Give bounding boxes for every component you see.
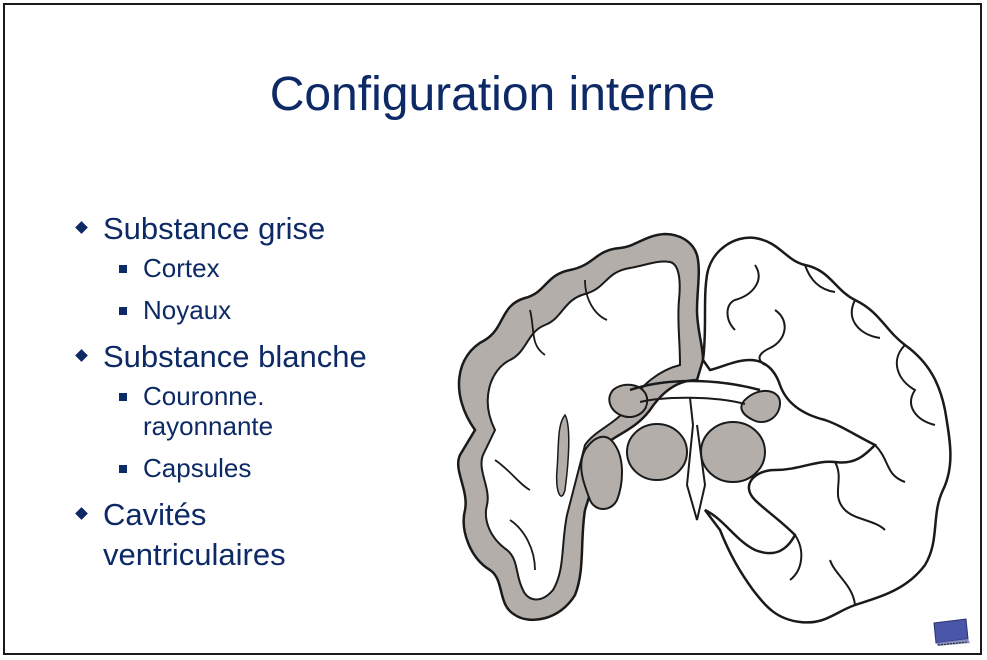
sub-bullet-item: Cortex: [103, 253, 433, 283]
thalamus-left: [626, 423, 688, 481]
bullet-label: Substance grise: [103, 211, 326, 246]
left-sulcus-3: [494, 459, 531, 491]
left-hemisphere-white-matter: [480, 260, 682, 601]
sub-bullet-item: Noyaux: [103, 295, 433, 325]
right-hemisphere: [701, 236, 952, 624]
square-icon: [119, 393, 127, 401]
right-sulcus-7: [829, 559, 856, 606]
slide-logo-icon: [933, 618, 970, 646]
square-icon: [119, 465, 127, 473]
sub-bullet-list: Couronne. rayonnante Capsules: [103, 381, 433, 483]
sub-bullet-label: Capsules: [143, 453, 252, 483]
square-icon: [119, 307, 127, 315]
right-sulcus-4: [895, 344, 936, 426]
bullet-item: Substance grise Cortex Noyaux: [73, 209, 433, 325]
claustrum: [555, 413, 570, 497]
sub-bullet-list: Cortex Noyaux: [103, 253, 433, 325]
bullet-label: Cavités ventriculaires: [103, 497, 286, 572]
diamond-icon: [75, 349, 88, 362]
left-sulcus-2: [584, 279, 608, 321]
left-sulcus-1: [529, 309, 546, 356]
sub-bullet-item: Capsules: [103, 453, 433, 483]
left-sulcus-4: [509, 519, 536, 571]
lentiform-nucleus: [580, 435, 623, 510]
third-ventricle: [685, 424, 707, 521]
bullet-list: Substance grise Cortex Noyaux Substance …: [73, 209, 433, 575]
corpus-callosum: [629, 379, 761, 392]
caudate-right: [740, 389, 782, 423]
right-sulcus-3: [850, 299, 881, 339]
lateral-ventricles: [639, 396, 746, 426]
slide-title: Configuration interne: [269, 68, 716, 121]
bullet-item: Cavités ventriculaires: [73, 495, 333, 575]
caudate-left: [608, 383, 649, 418]
right-sulcus-8: [789, 534, 803, 581]
right-sulcus-2: [804, 264, 836, 293]
sub-bullet-item: Couronne. rayonnante: [103, 381, 323, 441]
thalamus-right: [700, 421, 766, 483]
right-sulcus-9: [758, 309, 786, 366]
right-sulcus-6: [834, 461, 886, 531]
brain-coronal-section-illustration: [457, 232, 952, 624]
diamond-icon: [75, 221, 88, 234]
sub-bullet-label: Couronne. rayonnante: [143, 381, 274, 441]
sub-bullet-label: Noyaux: [143, 295, 232, 325]
square-icon: [119, 265, 127, 273]
slide: Configuration interne Substance grise Co…: [3, 3, 982, 655]
sub-bullet-label: Cortex: [143, 253, 220, 283]
diamond-icon: [75, 507, 88, 520]
bullet-label: Substance blanche: [103, 339, 367, 374]
right-sulcus-1: [726, 264, 760, 331]
right-sulcus-5: [874, 444, 906, 483]
bullet-item: Substance blanche Couronne. rayonnante C…: [73, 337, 433, 483]
